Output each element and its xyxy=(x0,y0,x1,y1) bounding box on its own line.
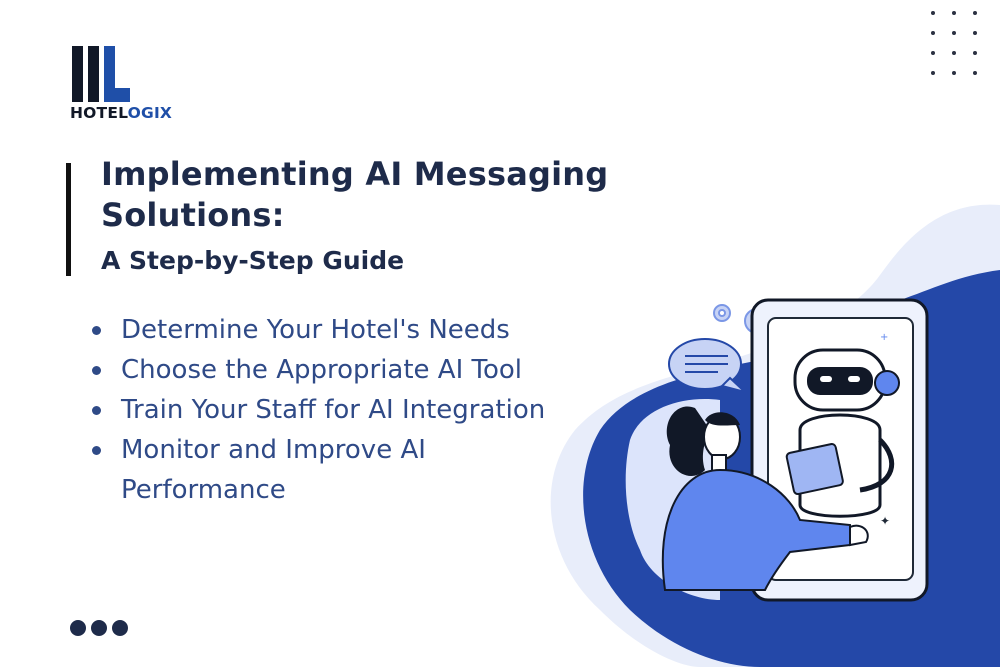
step-label: Monitor and Improve AI Performance xyxy=(121,435,426,505)
step-item: Determine Your Hotel's Needs xyxy=(92,310,562,350)
hotelogix-logo-icon xyxy=(72,46,130,102)
brand-name-part2: OGIX xyxy=(127,104,173,122)
step-label: Determine Your Hotel's Needs xyxy=(121,315,510,345)
dot-grid-icon xyxy=(931,11,979,83)
bullet-icon xyxy=(92,326,101,335)
three-dots-icon xyxy=(70,620,128,636)
steps-list: Determine Your Hotel's Needs Choose the … xyxy=(92,310,562,510)
title-accent-bar xyxy=(66,163,71,276)
chat-bubble-icon xyxy=(668,338,746,393)
bullet-icon xyxy=(92,366,101,375)
brand-name-part1: HOTEL xyxy=(70,104,128,122)
svg-text:+: + xyxy=(880,332,888,343)
brand-name: HOTELOGIX xyxy=(70,104,172,122)
step-label: Train Your Staff for AI Integration xyxy=(121,395,546,425)
svg-text:✦: ✦ xyxy=(880,514,890,528)
step-item: Train Your Staff for AI Integration xyxy=(92,390,562,430)
woman-illustration xyxy=(661,406,869,591)
page-title: Implementing AI Messaging Solutions: xyxy=(101,155,609,234)
step-item: Choose the Appropriate AI Tool xyxy=(92,350,562,390)
step-item: Monitor and Improve AI Performance xyxy=(92,430,562,510)
step-label: Choose the Appropriate AI Tool xyxy=(121,355,523,385)
bullet-icon xyxy=(92,406,101,415)
page-subtitle: A Step-by-Step Guide xyxy=(101,246,405,275)
hotelogix-logo[interactable]: HOTELOGIX xyxy=(70,46,180,126)
robot-illustration xyxy=(785,348,900,518)
bullet-icon xyxy=(92,446,101,455)
